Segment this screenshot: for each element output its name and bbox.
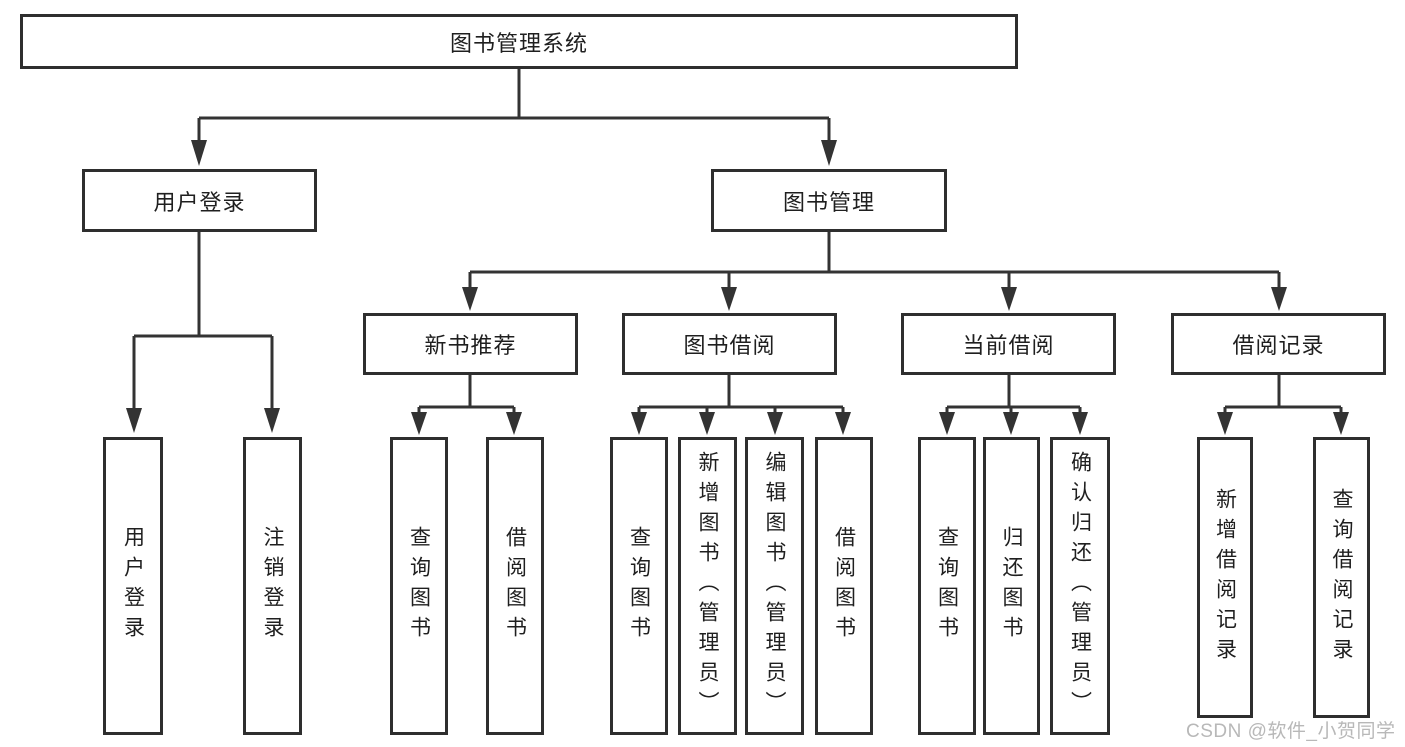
csdn-watermark: CSDN @软件_小贺同学 bbox=[1186, 721, 1396, 742]
leaf-br-query-record: 查询借阅记录 bbox=[1313, 437, 1370, 718]
node-root: 图书管理系统 bbox=[20, 14, 1018, 69]
node-book-borrow-label: 图书借阅 bbox=[683, 333, 776, 358]
node-new-book-recommend: 新书推荐 bbox=[363, 313, 578, 375]
node-current-borrow: 当前借阅 bbox=[901, 313, 1116, 375]
leaf-user-login: 用户登录 bbox=[103, 437, 163, 735]
node-borrow-records-label: 借阅记录 bbox=[1232, 333, 1325, 358]
leaf-logout-label: 注销登录 bbox=[261, 526, 284, 646]
leaf-br-add-record: 新增借阅记录 bbox=[1197, 437, 1253, 718]
leaf-nb-borrow-books-label: 借阅图书 bbox=[503, 526, 527, 646]
leaf-nb-query-books-label: 查询图书 bbox=[407, 526, 431, 646]
node-user-login: 用户登录 bbox=[82, 169, 317, 232]
leaf-bb-query-books-label: 查询图书 bbox=[627, 526, 651, 646]
node-root-label: 图书管理系统 bbox=[449, 30, 588, 56]
node-book-borrow: 图书借阅 bbox=[622, 313, 837, 375]
connector-new-books-split bbox=[411, 375, 522, 435]
leaf-br-query-record-label: 查询借阅记录 bbox=[1330, 487, 1353, 668]
connector-borrow-records-split bbox=[1217, 375, 1349, 435]
leaf-cb-return-books: 归还图书 bbox=[983, 437, 1040, 735]
leaf-cb-query-books: 查询图书 bbox=[918, 437, 976, 735]
leaf-cb-confirm-return-admin-label: 确认归还（管理员） bbox=[1068, 451, 1092, 721]
node-current-borrow-label: 当前借阅 bbox=[962, 333, 1055, 358]
node-new-book-recommend-label: 新书推荐 bbox=[424, 333, 517, 358]
leaf-user-login-label: 用户登录 bbox=[121, 526, 145, 646]
leaf-bb-edit-books-admin: 编辑图书（管理员） bbox=[745, 437, 804, 735]
leaf-bb-query-books: 查询图书 bbox=[610, 437, 668, 735]
leaf-bb-borrow-books-label: 借阅图书 bbox=[832, 526, 856, 646]
connector-current-borrow-split bbox=[939, 375, 1088, 435]
leaf-cb-return-books-label: 归还图书 bbox=[1000, 526, 1023, 646]
connector-user-login-branch bbox=[126, 232, 280, 433]
connector-book-borrow-split bbox=[631, 375, 851, 435]
node-book-management: 图书管理 bbox=[711, 169, 947, 232]
leaf-logout: 注销登录 bbox=[243, 437, 302, 735]
connector-book-mgmt-to-level3 bbox=[462, 232, 1287, 311]
node-user-login-label: 用户登录 bbox=[153, 189, 246, 215]
leaf-br-add-record-label: 新增借阅记录 bbox=[1213, 487, 1237, 668]
leaf-bb-edit-books-admin-label: 编辑图书（管理员） bbox=[763, 451, 786, 721]
leaf-bb-add-books-admin: 新增图书（管理员） bbox=[678, 437, 737, 735]
leaf-nb-query-books: 查询图书 bbox=[390, 437, 448, 735]
leaf-bb-borrow-books: 借阅图书 bbox=[815, 437, 873, 735]
node-book-management-label: 图书管理 bbox=[782, 189, 875, 215]
node-borrow-records: 借阅记录 bbox=[1171, 313, 1386, 375]
leaf-cb-query-books-label: 查询图书 bbox=[935, 526, 959, 646]
leaf-cb-confirm-return-admin: 确认归还（管理员） bbox=[1050, 437, 1110, 735]
leaf-nb-borrow-books: 借阅图书 bbox=[486, 437, 544, 735]
leaf-bb-add-books-admin-label: 新增图书（管理员） bbox=[696, 451, 719, 721]
connector-root-to-level2 bbox=[191, 69, 837, 166]
